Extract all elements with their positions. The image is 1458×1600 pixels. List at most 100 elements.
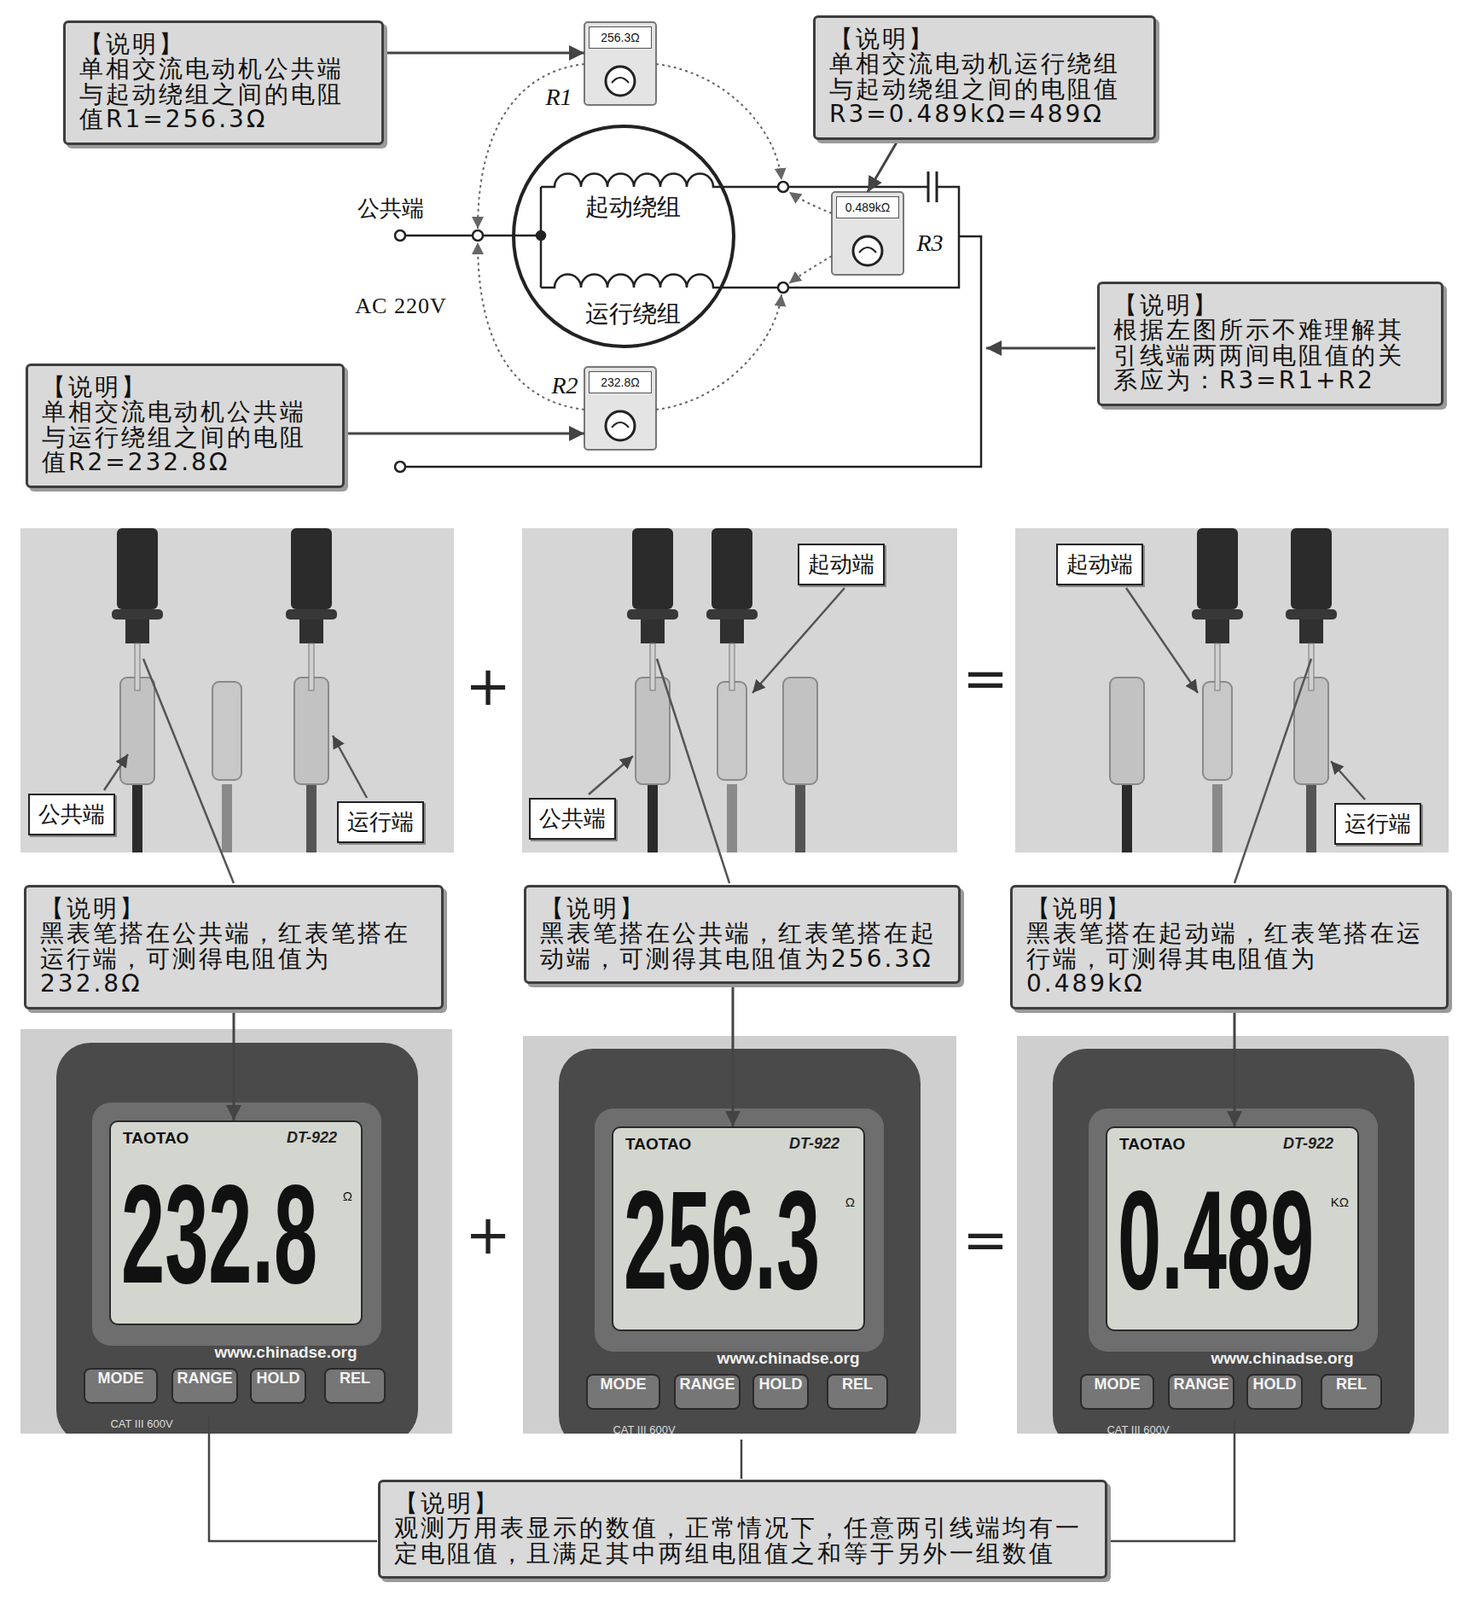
leader-line: [209, 1416, 378, 1541]
meter-button: MODE: [1080, 1373, 1155, 1410]
probe-tip: [134, 643, 140, 691]
lead-wire: [1121, 784, 1133, 853]
model-name: DT-922: [789, 1134, 840, 1153]
terminal-tag: 起动端: [1056, 543, 1144, 586]
meter-readout: 0.489kΩ: [831, 191, 904, 275]
probe-guard: [1285, 609, 1337, 620]
terminal-tag: 运行端: [1334, 802, 1422, 845]
button-label: MODE: [1085, 1375, 1150, 1394]
probe-collar: [1205, 619, 1230, 644]
lead-wire: [1212, 784, 1223, 853]
display-digits: 0.489: [1117, 1168, 1314, 1311]
leader-line: [656, 658, 730, 883]
meter-body: [831, 191, 904, 275]
meter-reading: 256.3Ω: [588, 26, 652, 49]
leader-line: [752, 587, 845, 693]
meter-button: RANGE: [673, 1373, 741, 1410]
leader-line: [1108, 1417, 1235, 1541]
probe-photo: [522, 528, 958, 853]
callout-box: 【说明】黑表笔搭在起动端，红表笔搭在运行端，可测得其电阻值为0.489kΩ: [1010, 884, 1449, 1010]
leader-line: [1234, 658, 1312, 883]
connector: [635, 677, 670, 785]
meter-dial: [605, 66, 635, 96]
callout-box: 【说明】黑表笔搭在公共端，红表笔搭在运行端，可测得电阻值为232.8Ω: [23, 884, 444, 1010]
callout-arrow: [232, 1009, 236, 1121]
callout-heading: 【说明】: [40, 895, 428, 921]
winding-label: 起动绕组: [585, 191, 681, 224]
callout-arrow: [344, 432, 585, 436]
part-label: R1: [545, 83, 572, 111]
capacitor-symbol: [928, 171, 937, 203]
callout-arrow: [1233, 1009, 1237, 1127]
callout-heading: 【说明】: [540, 895, 945, 921]
probe-collar: [720, 619, 744, 644]
multimeter-photo: [1016, 1035, 1449, 1450]
probe-leaders: [143, 658, 1312, 883]
probe-photo: [20, 528, 454, 853]
terminal-tag: 起动端: [797, 543, 885, 586]
connector: [120, 677, 155, 785]
leader-line: [740, 1439, 744, 1479]
wire: [405, 186, 541, 288]
meter-button: RANGE: [171, 1367, 239, 1404]
probe-handle: [1196, 528, 1238, 610]
operator-sign: +: [464, 1202, 512, 1267]
callout-body: 单相交流电动机运行绕组与起动绕组之间的电阻值R3=0.489kΩ=489Ω: [829, 51, 1140, 127]
probe-guard: [706, 609, 758, 620]
button-label: RANGE: [176, 1369, 233, 1388]
meter-dial: [859, 247, 877, 253]
connector: [717, 681, 747, 780]
leader-line: [332, 735, 367, 798]
callout-box: 【说明】单相交流电动机运行绕组与起动绕组之间的电阻值R3=0.489kΩ=489…: [813, 15, 1156, 140]
terminal-name: 起动端: [1066, 547, 1133, 581]
photo-leaders: [104, 587, 1366, 800]
photo-ground: [20, 528, 454, 853]
lead-wire: [1306, 784, 1317, 853]
button-label: HOLD: [757, 1375, 804, 1394]
lead-wire: [132, 784, 143, 853]
probe-paths: [477, 63, 832, 410]
callout-body: 单相交流电动机公共端与起动绕组之间的电阻值R1=256.3Ω: [79, 56, 368, 132]
rating-label: CAT III 600V: [1106, 1423, 1169, 1436]
probe-tip: [729, 643, 735, 691]
callout-heading: 【说明】: [394, 1490, 1092, 1516]
button-label: REL: [329, 1369, 381, 1388]
callout-body: 黑表笔搭在公共端，红表笔搭在起动端，可测得其电阻值为256.3Ω: [540, 920, 945, 971]
terminal: [472, 230, 483, 241]
probe-handle: [1290, 528, 1332, 610]
watermark: www.chinadse.org: [1210, 1348, 1354, 1368]
callout-arrow: [867, 139, 899, 192]
button-label: REL: [1325, 1375, 1377, 1394]
button-label: RANGE: [1173, 1375, 1230, 1394]
leader-line: [588, 755, 634, 795]
meter-display: TAOTAODT-9220.489KΩ: [1105, 1126, 1360, 1331]
probe-path: [477, 63, 585, 229]
meter-display: TAOTAODT-922232.8Ω: [109, 1120, 363, 1325]
brand-name: TAOTAO: [122, 1128, 189, 1148]
button-label: MODE: [591, 1375, 656, 1394]
meter-button: RANGE: [1167, 1373, 1235, 1410]
meter-bezel: [594, 1108, 884, 1352]
callout-arrow: [383, 52, 585, 55]
probe-guard: [111, 609, 163, 620]
connector: [294, 677, 329, 785]
connector: [1202, 681, 1232, 780]
probe-guard: [627, 609, 679, 620]
button-label: REL: [831, 1375, 883, 1394]
meter-reading: 0.489kΩ: [836, 196, 900, 219]
meter-button: REL: [1320, 1373, 1383, 1410]
callout-heading: 【说明】: [79, 31, 368, 57]
watermark: www.chinadse.org: [716, 1348, 860, 1368]
terminal-tag: 公共端: [528, 797, 616, 840]
button-label: MODE: [88, 1369, 153, 1388]
button-label: HOLD: [1251, 1375, 1298, 1394]
connector: [212, 681, 242, 780]
meter-dial: [605, 411, 635, 441]
meter-body: [584, 366, 657, 450]
lead-wire: [726, 784, 738, 853]
terminal: [394, 230, 406, 241]
terminal-name: 公共端: [38, 797, 105, 831]
display-digits: 232.8: [121, 1162, 318, 1305]
part-label: R3: [916, 229, 943, 257]
